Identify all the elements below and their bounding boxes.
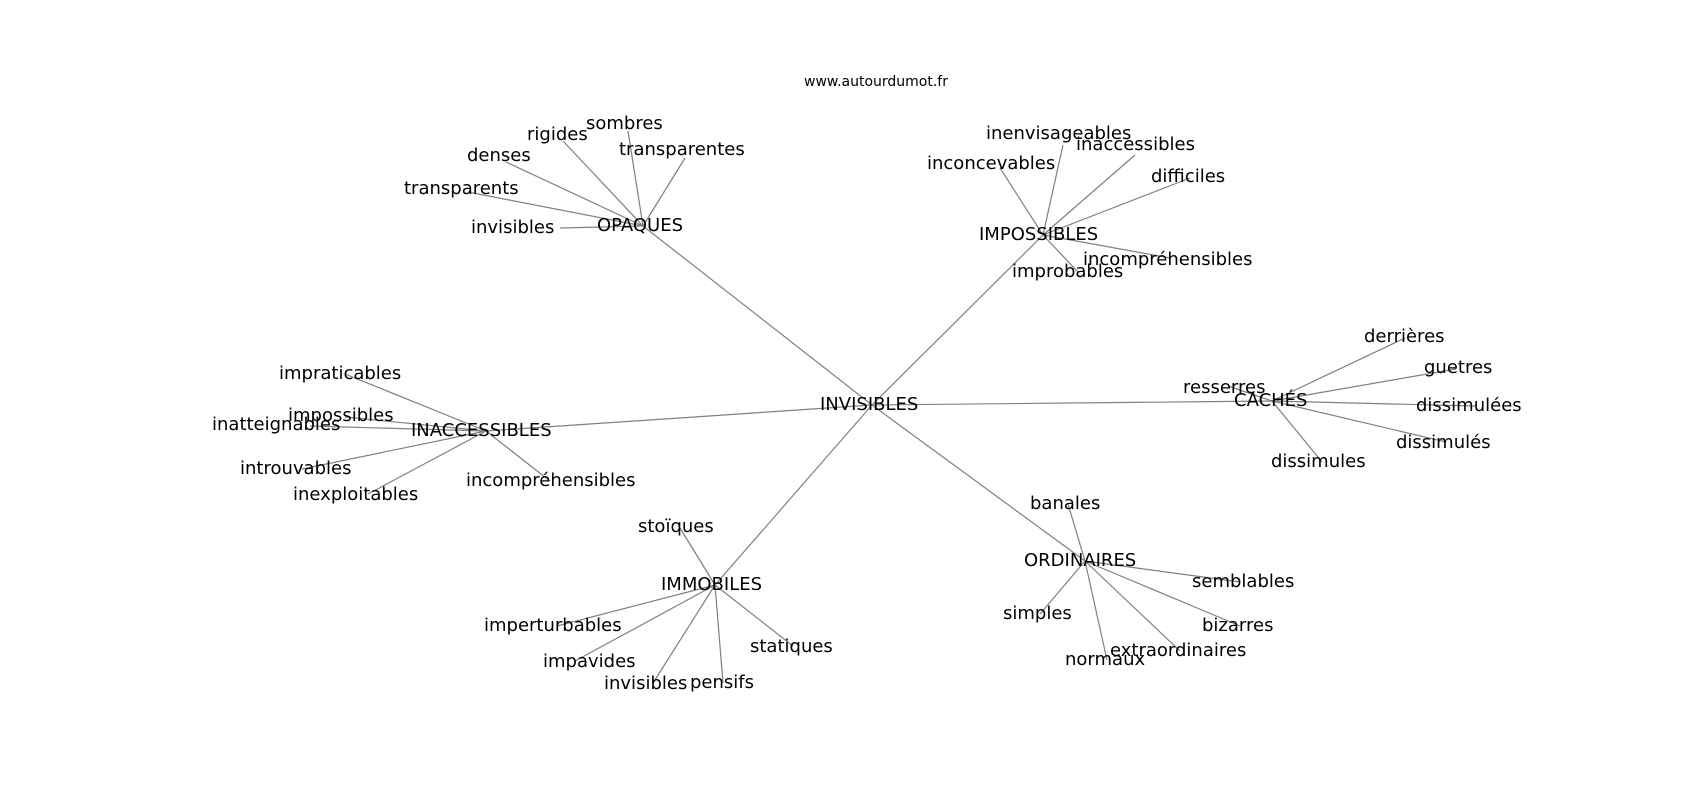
edge-caches-2 — [1271, 368, 1457, 402]
edge-immobiles-3 — [652, 584, 716, 684]
leaf-node-impossibles-3: difficiles — [1151, 166, 1225, 187]
edge-ordinaires-5 — [1039, 560, 1086, 615]
edge-ordinaires-1 — [1084, 560, 1241, 583]
leaf-node-immobiles-3: invisibles — [604, 673, 687, 694]
leaf-node-caches-2: guetres — [1424, 357, 1492, 378]
leaf-node-impossibles-1: inenvisageables — [986, 123, 1131, 144]
edge-impossibles-1 — [1042, 144, 1064, 236]
leaf-node-immobiles-1: imperturbables — [484, 615, 622, 636]
edge-opaques-5 — [642, 157, 686, 227]
leaf-node-impossibles-4: incompréhensibles — [1083, 249, 1253, 270]
edge-immobiles-4 — [714, 584, 724, 684]
edge-immobiles-0 — [679, 527, 716, 586]
edge-opaques-0 — [559, 225, 644, 229]
edge-caches-3 — [1271, 400, 1477, 407]
center-node-label: INVISIBLES — [820, 394, 918, 415]
labels: INVISIBLES OPAQUES invisibles transparents d… — [212, 113, 1522, 694]
cluster-node-immobiles: IMMOBILES — [661, 574, 762, 595]
edge-inaccessibles-0 — [344, 373, 487, 432]
leaf-node-immobiles-2: impavides — [543, 651, 636, 672]
leaf-node-impossibles-5: improbables — [1012, 261, 1123, 282]
edge-center-inaccessibles — [485, 404, 873, 432]
leaf-node-inaccessibles-0: impraticables — [279, 363, 401, 384]
edge-impossibles-0 — [999, 167, 1044, 236]
leaf-node-opaques-5: transparentes — [619, 139, 745, 160]
leaf-node-inaccessibles-5: incompréhensibles — [466, 470, 636, 491]
edge-center-opaques — [642, 225, 873, 406]
edge-immobiles-2 — [574, 584, 716, 662]
leaf-node-inaccessibles-3: introuvables — [240, 458, 351, 479]
leaf-node-ordinaires-1: semblables — [1192, 571, 1294, 592]
leaf-node-ordinaires-5: simples — [1003, 603, 1072, 624]
cluster-node-impossibles: IMPOSSIBLES — [979, 224, 1098, 245]
edge-impossibles-3 — [1042, 177, 1191, 236]
leaf-node-ordinaires-3: extraordinaires — [1110, 640, 1246, 661]
cluster-node-opaques: OPAQUES — [597, 215, 683, 236]
cluster-node-ordinaires: ORDINAIRES — [1024, 550, 1136, 571]
edge-impossibles-2 — [1042, 154, 1136, 236]
edge-immobiles-1 — [556, 584, 716, 627]
edge-inaccessibles-1 — [344, 416, 487, 432]
leaf-node-caches-5: dissimules — [1271, 451, 1366, 472]
edge-opaques-2 — [505, 161, 644, 227]
leaf-node-caches-4: dissimulés — [1396, 432, 1491, 453]
edge-inaccessibles-5 — [485, 430, 551, 482]
leaf-node-ordinaires-2: bizarres — [1202, 615, 1273, 636]
edge-impossibles-5 — [1042, 234, 1079, 273]
edge-opaques-3 — [562, 140, 644, 227]
cluster-node-caches: CACHÉS — [1234, 389, 1307, 411]
leaf-node-inaccessibles-1: impossibles — [288, 405, 394, 426]
edge-inaccessibles-2 — [309, 425, 487, 432]
cluster-node-inaccessibles: INACCESSIBLES — [411, 420, 552, 441]
edge-ordinaires-2 — [1084, 560, 1241, 627]
edge-caches-1 — [1271, 337, 1406, 402]
edge-caches-5 — [1271, 400, 1323, 463]
edge-ordinaires-0 — [1067, 503, 1086, 562]
leaf-node-opaques-2: denses — [467, 145, 531, 166]
edge-inaccessibles-3 — [301, 430, 487, 470]
edge-center-immobiles — [714, 404, 873, 586]
edge-ordinaires-4 — [1084, 560, 1108, 661]
edge-impossibles-4 — [1042, 234, 1171, 259]
leaf-node-opaques-4: sombres — [586, 113, 663, 134]
leaf-node-impossibles-2: inaccessibles — [1076, 134, 1195, 155]
edge-center-impossibles — [871, 234, 1044, 406]
edge-center-ordinaires — [871, 404, 1086, 562]
watermark: www.autourdumot.fr — [804, 74, 948, 90]
leaf-node-inaccessibles-4: inexploitables — [293, 484, 418, 505]
leaf-node-immobiles-0: stoïques — [638, 516, 714, 537]
edge-immobiles-5 — [714, 584, 794, 647]
edges — [301, 130, 1477, 684]
edge-center-caches — [871, 400, 1273, 406]
leaf-node-opaques-1: transparents — [404, 178, 519, 199]
edge-caches-0 — [1227, 385, 1273, 402]
leaf-node-ordinaires-4: normaux — [1065, 649, 1145, 670]
edge-opaques-4 — [627, 130, 644, 227]
edge-caches-4 — [1271, 400, 1447, 443]
leaf-node-inaccessibles-2: inatteignables — [212, 414, 340, 435]
leaf-node-immobiles-4: pensifs — [690, 672, 754, 693]
edge-inaccessibles-4 — [367, 430, 487, 495]
leaf-node-opaques-3: rigides — [527, 124, 588, 145]
edge-opaques-1 — [467, 191, 644, 227]
leaf-node-caches-3: dissimulées — [1416, 395, 1522, 416]
leaf-node-immobiles-5: statiques — [750, 636, 833, 657]
edge-ordinaires-3 — [1084, 560, 1181, 652]
leaf-node-opaques-0: invisibles — [471, 217, 554, 238]
leaf-node-ordinaires-0: banales — [1030, 493, 1100, 514]
leaf-node-caches-1: derrières — [1364, 326, 1445, 347]
leaf-node-caches-0: resserres — [1183, 377, 1265, 398]
leaf-node-impossibles-0: inconcevables — [927, 153, 1055, 174]
